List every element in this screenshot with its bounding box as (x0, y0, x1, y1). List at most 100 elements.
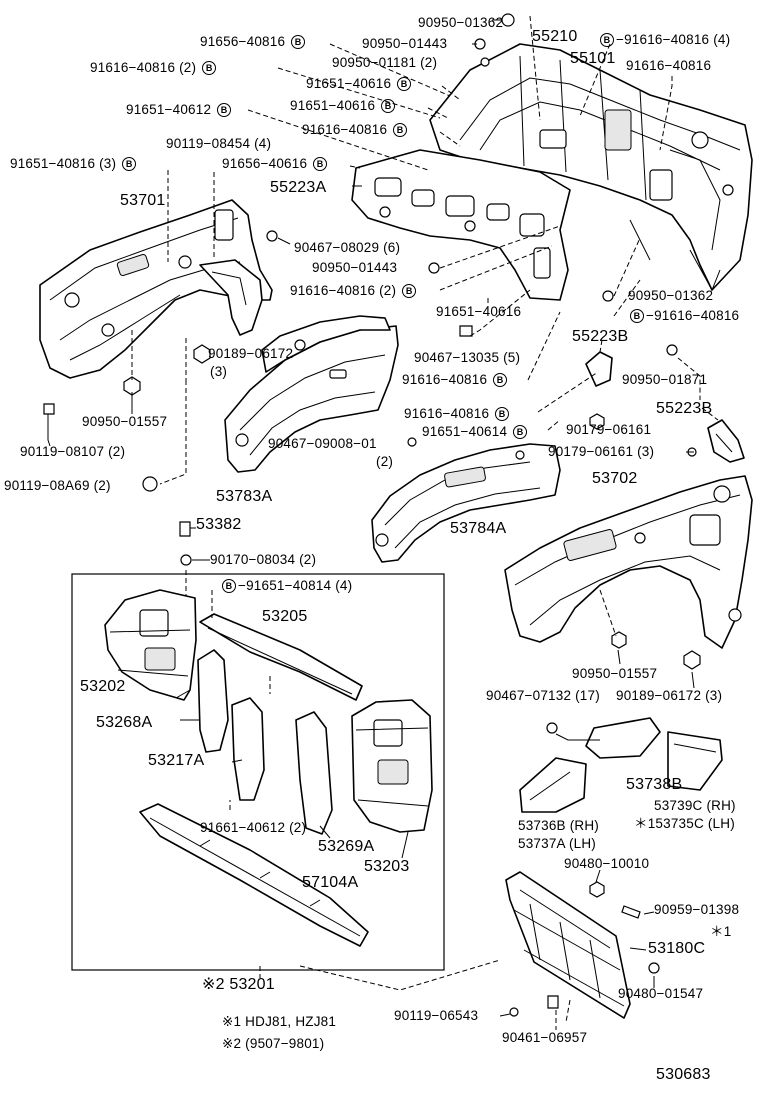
part-label: 91651−40616 (436, 304, 521, 320)
part-number-text: 53180C (648, 940, 706, 957)
part-label: 91616−40816 (2) B (90, 60, 218, 76)
part-label: 53738B (626, 776, 682, 794)
part-label: 91651−40612 B (126, 102, 233, 118)
part-label: 90179−06161 (566, 422, 651, 438)
part-label: 90480−10010 (564, 856, 649, 872)
part-label: 53203 (364, 858, 410, 876)
part-number-text: 90467−08029 (6) (294, 240, 401, 255)
part-number-text: 53739C (RH) (654, 798, 736, 813)
part-label: 53180C (648, 940, 705, 958)
part-number-text: 91651−40616 (290, 98, 380, 113)
dash-insulator-55223a (351, 149, 571, 301)
part-number-text: 53738B (626, 776, 683, 793)
part-number-text: 91656−40816 (200, 34, 290, 49)
part-label: 90950−01557 (82, 414, 167, 430)
part-number-text: ※2 53201 (202, 976, 275, 993)
part-label: 55223B (572, 328, 628, 346)
part-label: 90950−01443 (362, 36, 447, 52)
part-label: 90189−06172 (3) (616, 688, 722, 704)
part-label: 90950−01871 (622, 372, 707, 388)
part-number-text: 91616−40816 (302, 122, 392, 137)
part-label: 91616−40816 (2) B (290, 283, 418, 299)
part-number-text: 53269A (318, 838, 375, 855)
part-label: 90189−06172 (208, 346, 293, 362)
part-number-text: 53702 (592, 470, 638, 487)
part-number-text: ※2 (9507−9801) (222, 1036, 325, 1051)
part-label: 90480−01547 (618, 986, 703, 1002)
part-number-text: 53382 (196, 516, 242, 533)
part-label: 91661−40612 (2) (200, 820, 306, 836)
part-number-text: 91651−40612 (126, 102, 216, 117)
part-label: 91651−40614 B (422, 424, 529, 440)
part-label: 90119−08A69 (2) (4, 478, 111, 494)
part-number-text: 90170−08034 (2) (210, 552, 317, 567)
part-number-text: 90950−01362 (418, 15, 504, 30)
part-label: ※1 HDJ81, HZJ81 (222, 1014, 336, 1030)
bolt-marker-icon: B (600, 33, 614, 48)
part-label: 53202 (80, 678, 126, 696)
part-number-text: 90461−06957 (502, 1030, 588, 1045)
part-label: 91616−40816 B (302, 122, 409, 138)
part-label: 91651−40616 B (306, 76, 413, 92)
part-number-text: 91661−40612 (2) (200, 820, 307, 835)
bolt-marker-icon: B (217, 103, 232, 118)
part-label: 90170−08034 (2) (210, 552, 316, 568)
part-number-text: 53784A (450, 520, 507, 537)
bolt-marker-icon: B (513, 425, 528, 440)
part-number-text: 90467−13035 (5) (414, 350, 521, 365)
part-label: ＊153735C (LH) (634, 816, 735, 832)
part-label: 53739C (RH) (654, 798, 736, 814)
part-label: 91616−40816 (626, 58, 711, 74)
part-label: 53737A (LH) (518, 836, 596, 852)
part-number-text: 90467−07132 (17) (486, 688, 600, 703)
part-number-text: 90950−01557 (82, 414, 168, 429)
part-number-text: −91651−40814 (4) (238, 578, 353, 593)
part-label: 55210 (532, 28, 578, 46)
part-number-text: 90179−06161 (566, 422, 652, 437)
bolt-marker-icon: B (495, 407, 510, 422)
part-label: 90950−01362 (628, 288, 713, 304)
part-number-text: 91616−40816 (402, 372, 492, 387)
part-number-text: (2) (376, 454, 394, 469)
part-number-text: 91651−40816 (3) (10, 156, 121, 171)
part-number-text: 90179−06161 (3) (548, 444, 655, 459)
part-label: B−91651−40814 (4) (220, 578, 352, 594)
part-number-text: 90119−08107 (2) (20, 444, 126, 459)
part-number-text: 90950−01557 (572, 666, 658, 681)
part-number-text: 53737A (LH) (518, 836, 596, 851)
part-label: 53382 (196, 516, 242, 534)
part-number-text: 91616−40816 (626, 58, 712, 73)
part-label: (2) (376, 454, 393, 470)
part-label: ※2 53201 (202, 976, 275, 994)
part-number-text: 90189−06172 (208, 346, 294, 361)
part-number-text: 91656−40616 (222, 156, 312, 171)
part-label: 90119−08107 (2) (20, 444, 125, 460)
bolt-marker-icon: B (122, 157, 137, 172)
mudguards (519, 717, 723, 813)
wheelhouse-53783a (224, 315, 399, 473)
bolt-marker-icon: B (402, 284, 417, 299)
part-label: 53268A (96, 714, 152, 732)
part-number-text: 90959−01398 (654, 902, 740, 917)
part-number-text: 90950−01443 (362, 36, 448, 51)
part-number-text: ※1 HDJ81, HZJ81 (222, 1014, 337, 1029)
part-number-text: 90480−01547 (618, 986, 704, 1001)
part-label: 90461−06957 (502, 1030, 587, 1046)
part-label: (3) (210, 364, 227, 380)
part-label: 90179−06161 (3) (548, 444, 654, 460)
part-number-text: 90950−01181 (2) (332, 55, 438, 70)
part-number-text: 91616−40816 (2) (90, 60, 201, 75)
part-label: ＊1 (710, 924, 731, 940)
panel-53180c (505, 871, 631, 1019)
part-label: 55101 (570, 50, 616, 68)
fasteners (43, 13, 701, 1017)
part-number-text: 90950−01443 (312, 260, 398, 275)
leader-lines (47, 15, 719, 1030)
part-number-text: 57104A (302, 874, 359, 891)
part-label: 90950−01181 (2) (332, 55, 437, 71)
part-number-text: 90119−08454 (4) (166, 136, 272, 151)
part-number-text: 91651−40616 (436, 304, 522, 319)
part-number-text: 90189−06172 (3) (616, 688, 723, 703)
part-number-text: 90950−01362 (628, 288, 714, 303)
